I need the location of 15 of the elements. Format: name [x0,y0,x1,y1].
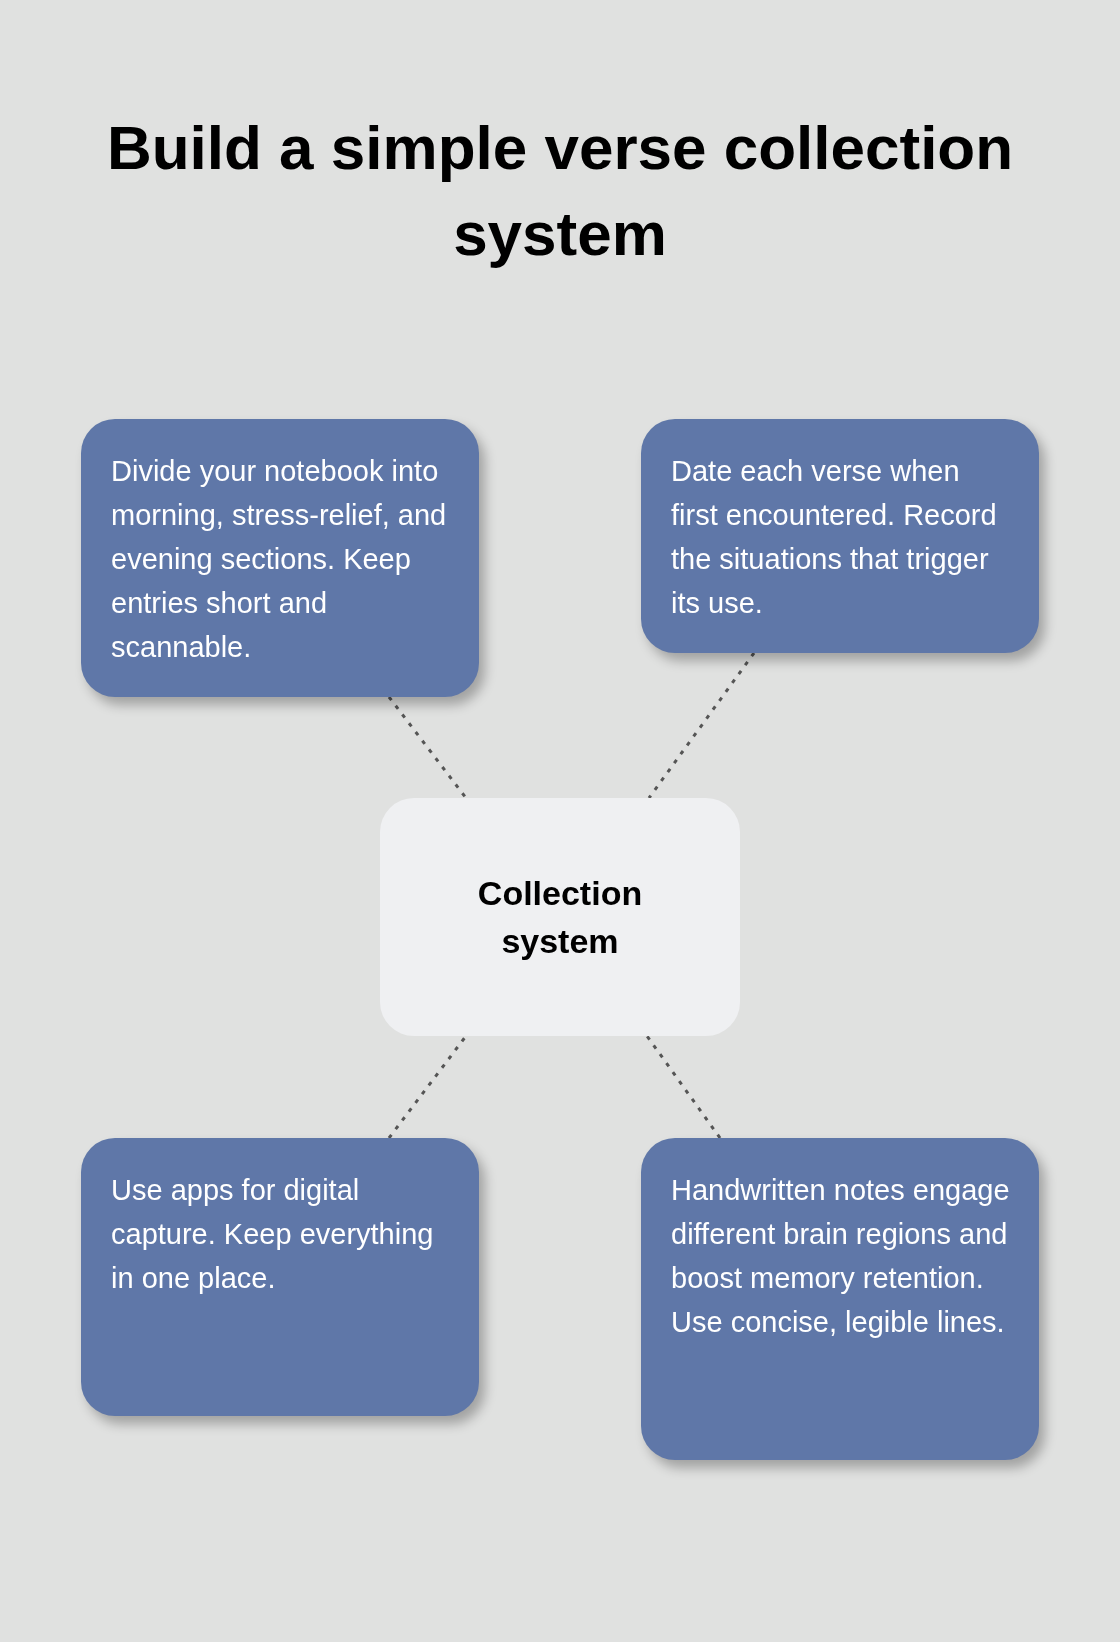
connector-line [647,652,756,799]
connector-line [645,1035,722,1139]
note-card [641,419,1039,653]
note-card [81,419,479,697]
note-card [641,1138,1039,1460]
topic-label: Collection system [476,873,644,962]
connector-line [387,1035,468,1139]
title: Build a simple verse collection system [105,112,1015,270]
note-text: Use apps for digital capture. Keep everything in one place. [111,1173,435,1296]
note-text: Divide your notebook into morning, stress-relief, and evening sections. Keep entries short and scannable. [111,454,448,665]
note-text: Handwritten notes engage different brain regions and boost memory retention. Use concise, legible lines. [671,1173,1011,1340]
connector-line [387,696,468,799]
note-card [81,1138,479,1416]
note-text: Date each verse when first encountered. Record the situations that trigger its use. [671,454,998,621]
central-topic-box [380,798,740,1036]
